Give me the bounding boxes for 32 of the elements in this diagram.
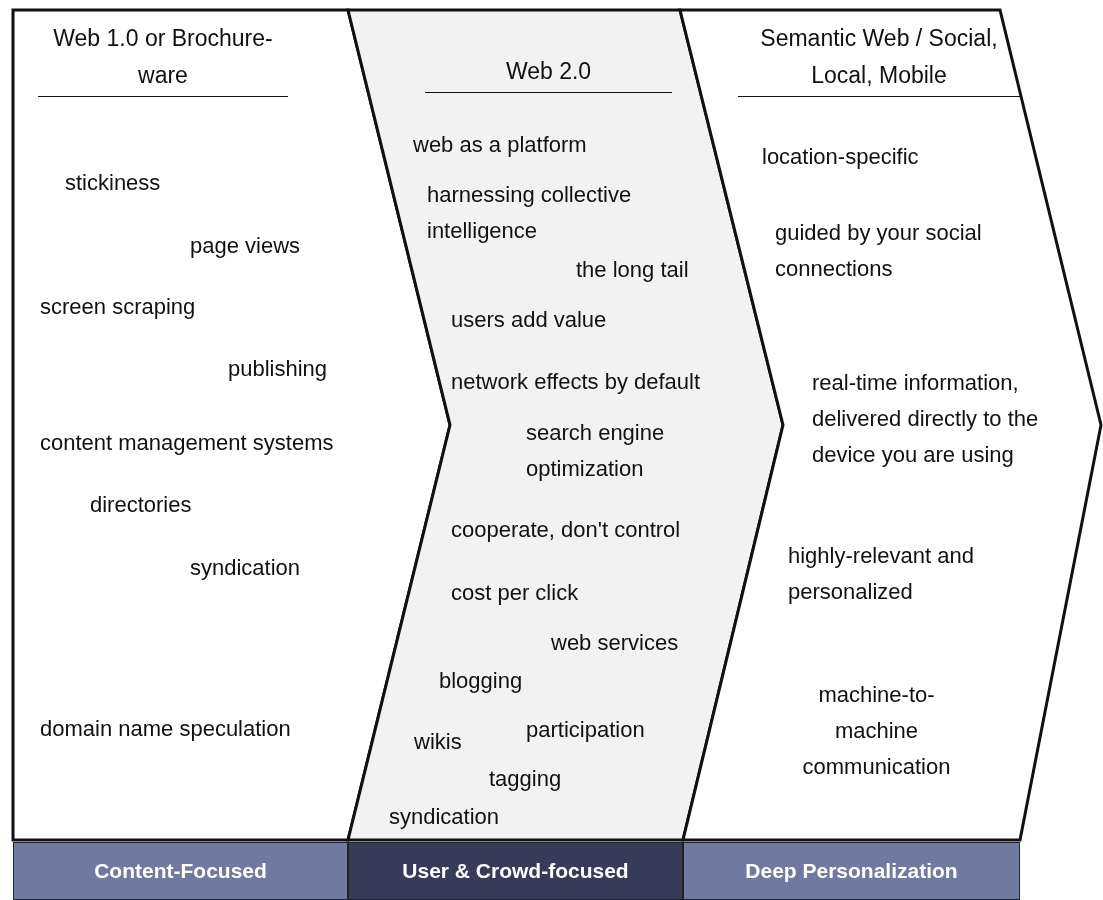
list-item-text: guided by your social connections <box>775 219 983 283</box>
list-item-text: stickiness <box>65 169 161 197</box>
list-item-text: cost per click <box>451 579 579 607</box>
list-item-text: content management systems <box>40 429 334 457</box>
category-band: Deep Personalization <box>683 842 1020 900</box>
list-item-text: web services <box>551 629 679 657</box>
category-band: User & Crowd-focused <box>348 842 683 900</box>
list-item-text: cooperate, don't control <box>451 516 681 544</box>
list-item-text: wikis <box>414 728 462 756</box>
column-heading: Web 1.0 or Brochure-ware <box>38 20 288 97</box>
list-item-text: directories <box>90 491 192 519</box>
list-item-text: real-time information, delivered directly to the device you are using <box>812 369 1040 469</box>
list-item-text: domain name speculation <box>40 715 291 743</box>
list-item-text: tagging <box>489 765 562 793</box>
list-item-text: network effects by default <box>451 368 701 396</box>
list-item-text: page views <box>190 232 301 260</box>
list-item-text: syndication <box>389 803 500 831</box>
list-item-text: screen scraping <box>40 293 196 321</box>
list-item-text: publishing <box>228 355 328 383</box>
list-item-text: the long tail <box>576 256 689 284</box>
list-item-text: search engine optimization <box>526 419 666 483</box>
list-item-text: blogging <box>439 667 523 695</box>
category-band: Content-Focused <box>13 842 348 900</box>
list-item-text: web as a platform <box>413 131 587 159</box>
list-item-text: machine-to-machine communication <box>801 681 952 781</box>
column-heading: Web 2.0 <box>425 53 672 93</box>
list-item-text: location-specific <box>762 143 919 171</box>
list-item-text: highly-relevant and personalized <box>788 542 975 606</box>
list-item-text: syndication <box>190 554 301 582</box>
list-item-text: participation <box>526 716 645 744</box>
list-item-text: users add value <box>451 306 607 334</box>
column-heading: Semantic Web / Social, Local, Mobile <box>738 20 1020 97</box>
